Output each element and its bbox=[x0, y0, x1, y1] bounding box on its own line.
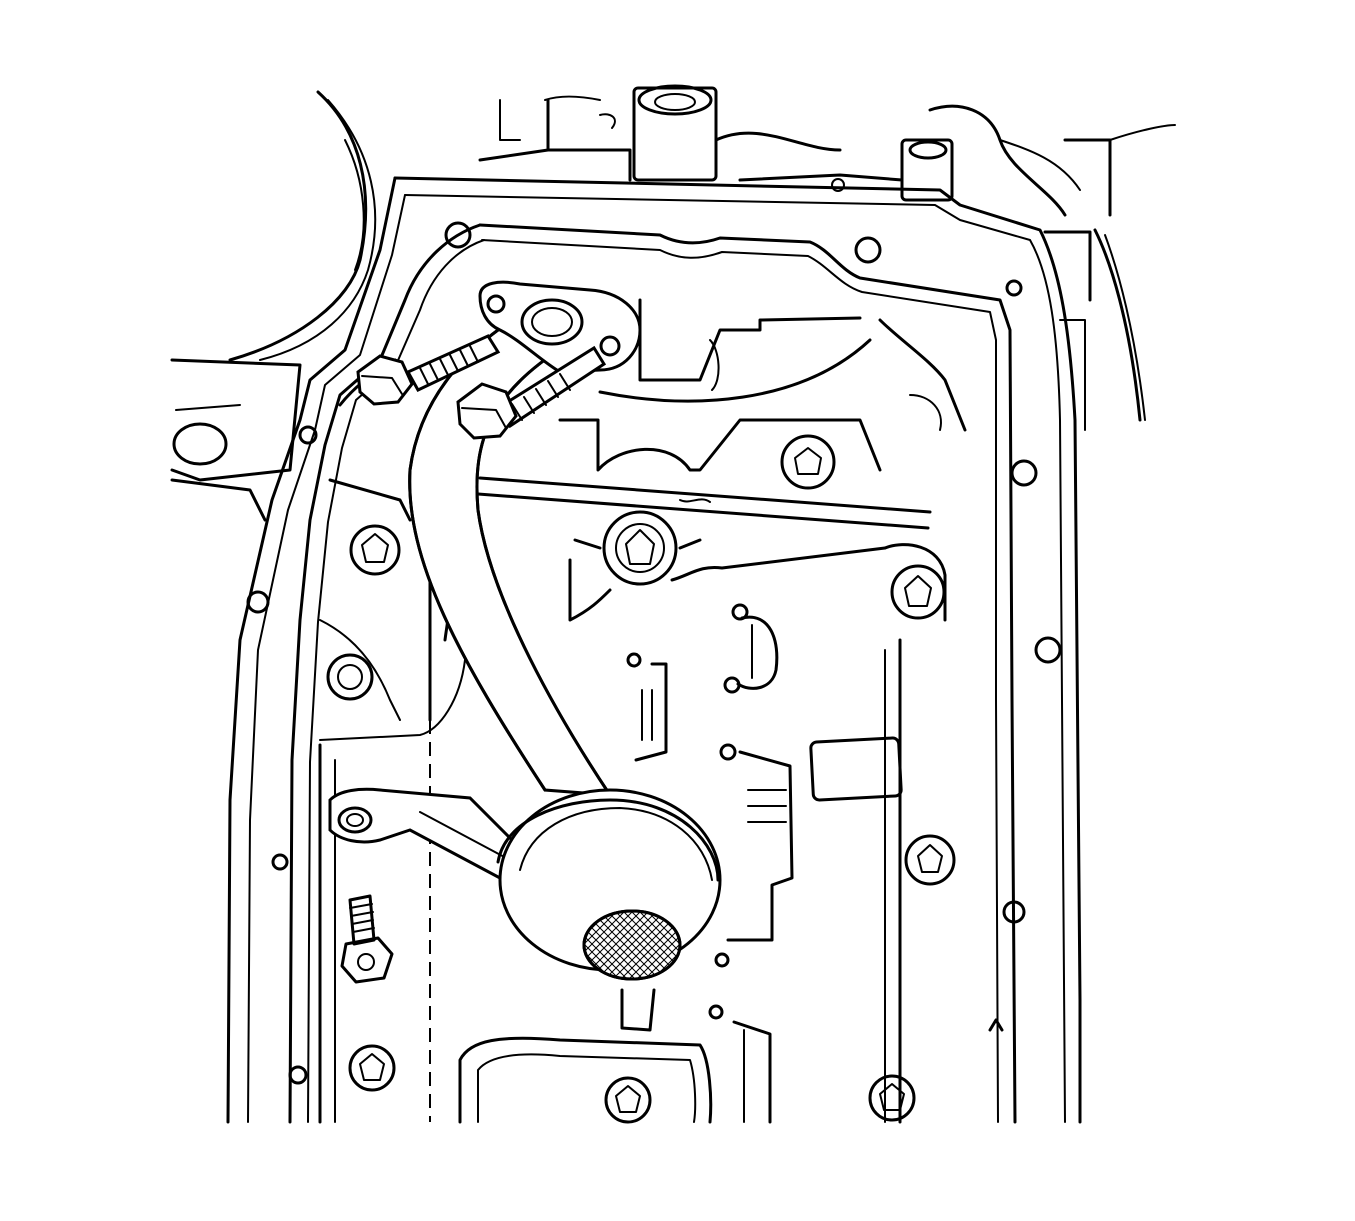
pickup-screen[interactable] bbox=[496, 788, 722, 1032]
screen-mesh bbox=[584, 911, 680, 979]
pan-bolt bbox=[604, 1076, 652, 1124]
flange-hole bbox=[444, 221, 472, 249]
flange-hole bbox=[326, 653, 374, 701]
flange-hole bbox=[1005, 279, 1023, 297]
flange-hole bbox=[854, 236, 882, 264]
flange-hole bbox=[288, 1065, 308, 1085]
crankcase-interior bbox=[318, 298, 967, 1124]
pan-bolt bbox=[349, 524, 401, 576]
flange-hole bbox=[1002, 900, 1026, 924]
flange-hole bbox=[1034, 636, 1062, 664]
flange-hole bbox=[246, 590, 270, 614]
flange-hole bbox=[1010, 459, 1038, 487]
cap-bolt bbox=[602, 510, 678, 586]
stud-bolt bbox=[340, 894, 394, 984]
pickup-flange-bolt[interactable] bbox=[356, 334, 501, 406]
pan-bolt bbox=[868, 1074, 916, 1122]
pickup-tube-flange[interactable] bbox=[478, 280, 642, 374]
pickup-bracket bbox=[328, 787, 522, 880]
cap-bolt bbox=[780, 434, 836, 490]
pan-bolt bbox=[348, 1044, 396, 1092]
pan-bolts bbox=[340, 524, 956, 1124]
pickup-flange-bolt[interactable] bbox=[456, 345, 607, 440]
pan-bolt bbox=[904, 834, 956, 886]
pan-bolt bbox=[890, 564, 946, 620]
oil-pan-flange bbox=[226, 176, 1082, 1124]
flange-hole bbox=[271, 853, 289, 871]
flange-hole bbox=[298, 425, 318, 445]
pan-features bbox=[458, 603, 1004, 1124]
engine-block-upper bbox=[170, 84, 1176, 522]
